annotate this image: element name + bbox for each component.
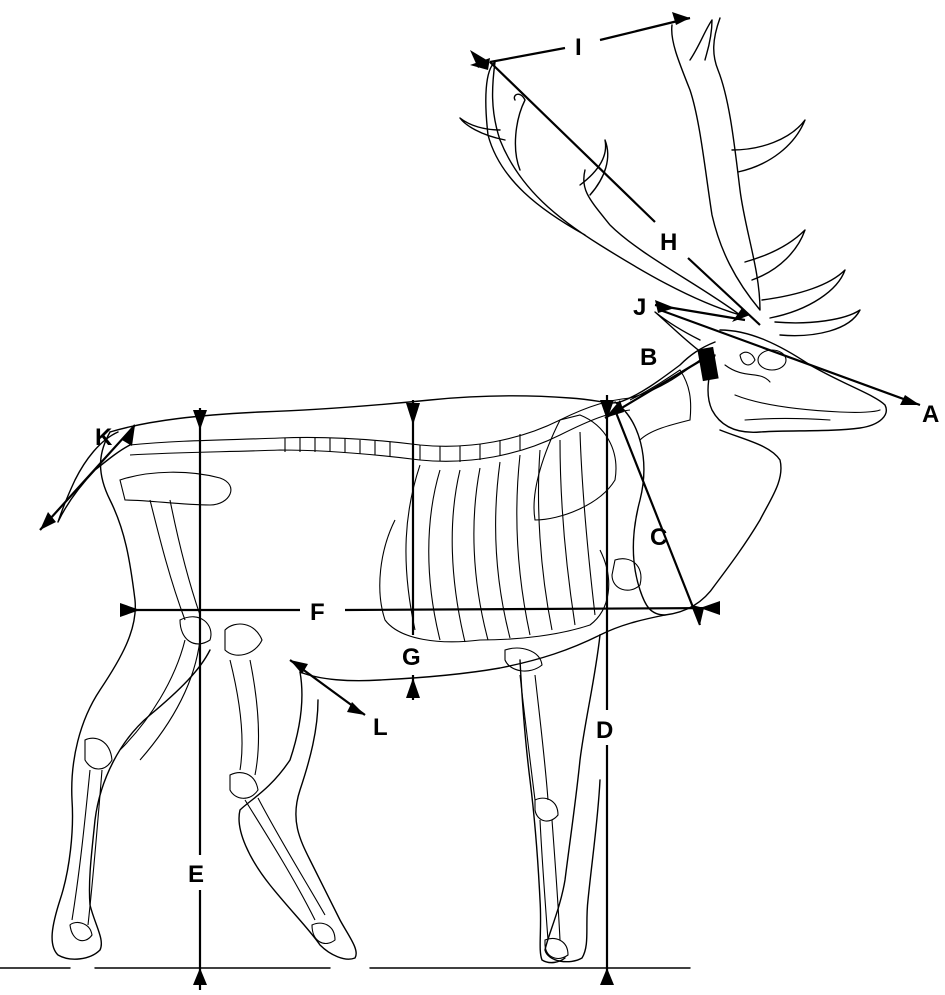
deer-skeleton <box>70 360 700 958</box>
label-D: D <box>596 717 613 744</box>
arrowhead-I-right <box>672 12 690 25</box>
arrowhead-A <box>900 395 920 405</box>
arrowhead-F-right <box>700 601 720 615</box>
label-C: C <box>650 524 667 551</box>
arrowhead-G-top <box>406 403 420 425</box>
arrowhead-E-top <box>193 410 207 430</box>
deer-head <box>655 312 886 432</box>
arrowhead-D-bottom <box>600 968 614 985</box>
label-I: I <box>575 34 582 61</box>
label-K: K <box>95 424 113 451</box>
label-A: A <box>922 401 939 428</box>
label-J: J <box>633 294 646 321</box>
label-H: H <box>660 229 677 256</box>
label-F: F <box>310 599 325 626</box>
arrowhead-E-bottom <box>193 968 207 985</box>
label-L: L <box>373 714 388 741</box>
measure-line-K <box>40 425 135 530</box>
label-E: E <box>188 861 204 888</box>
label-G: G <box>402 644 421 671</box>
antlers <box>460 18 860 336</box>
measure-line-I-left <box>490 48 565 62</box>
measure-line-F-right <box>345 608 720 610</box>
measure-line-C <box>615 410 700 625</box>
label-B: B <box>640 344 657 371</box>
arrowhead-F-left <box>120 603 140 617</box>
arrowhead-G-bottom <box>406 678 420 698</box>
measurement-lines <box>40 12 920 990</box>
